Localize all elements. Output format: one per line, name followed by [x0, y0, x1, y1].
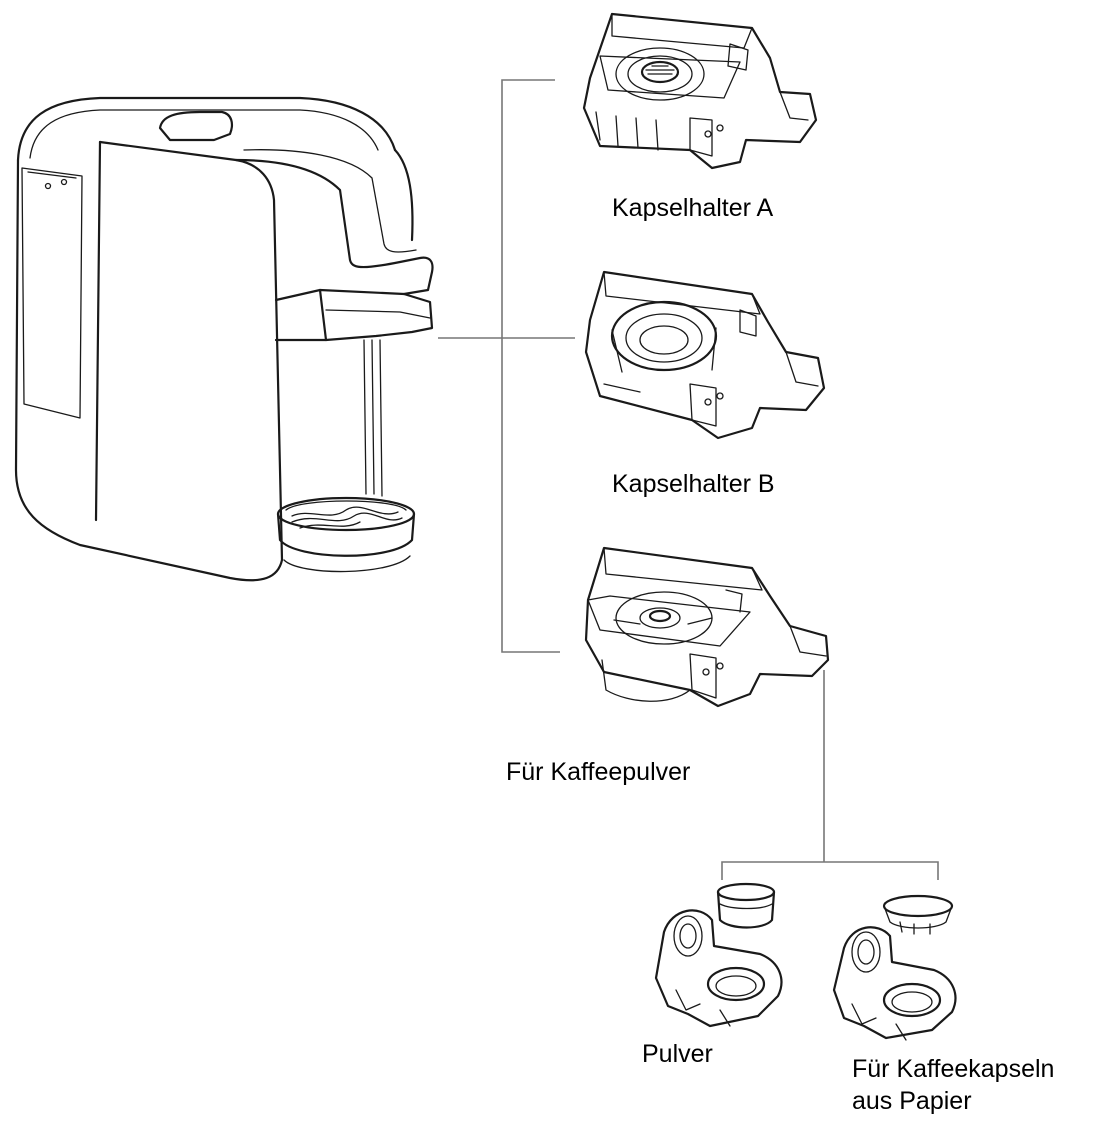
- label-paper-pods-line1: Für Kaffeekapseln: [852, 1055, 1055, 1083]
- capsule-holder-a-illustration: [582, 12, 818, 170]
- label-paper-pods-line2: aus Papier: [852, 1087, 972, 1115]
- powder-adapter-illustration: [654, 882, 783, 1028]
- label-capsule-holder-a: Kapselhalter A: [612, 194, 774, 222]
- powder-holder-illustration: [584, 546, 830, 708]
- connector-lines: [438, 79, 939, 880]
- paper-pod-adapter-illustration: [832, 894, 957, 1041]
- label-powder-holder: Für Kaffeepulver: [506, 758, 691, 786]
- label-powder: Pulver: [642, 1040, 713, 1068]
- capsule-holder-b-illustration: [584, 270, 826, 440]
- coffee-machine-illustration: [14, 96, 434, 582]
- label-capsule-holder-b: Kapselhalter B: [612, 470, 775, 498]
